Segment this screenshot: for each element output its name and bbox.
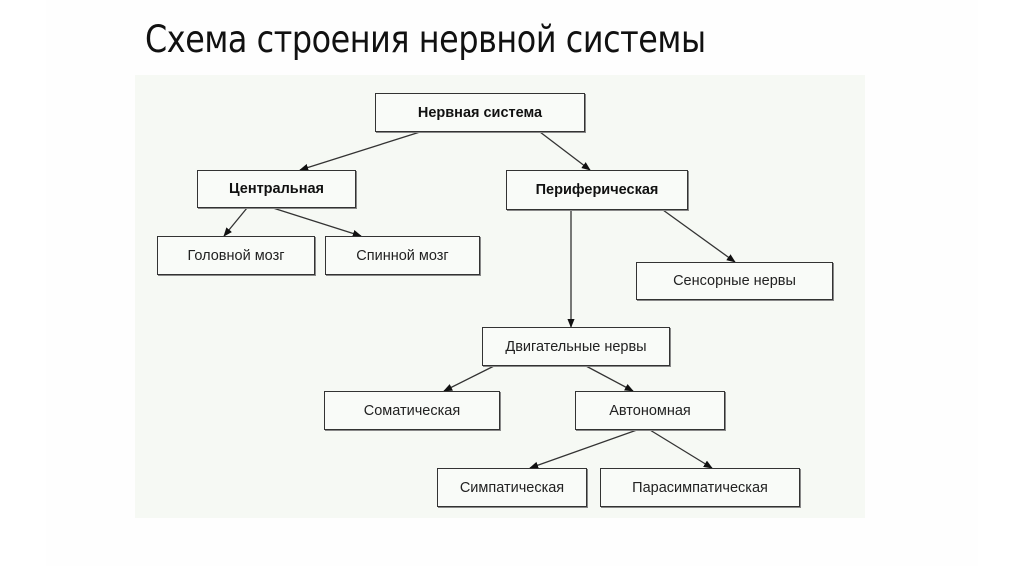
node-peripheral: Периферическая [506, 170, 688, 210]
node-spinal-cord: Спинной мозг [325, 236, 480, 275]
arrow-central-spinal-cord [272, 207, 362, 237]
node-sensory-nerves: Сенсорные нервы [636, 262, 833, 300]
node-parasympathetic: Парасимпатическая [600, 468, 800, 507]
arrow-peripheral-sensory [662, 209, 736, 263]
node-nervous-system: Нервная система [375, 93, 585, 132]
arrow-motor-somatic [443, 365, 495, 392]
node-somatic: Соматическая [324, 391, 500, 430]
node-brain: Головной мозг [157, 236, 315, 275]
node-central: Центральная [197, 170, 356, 208]
arrow-motor-autonomic [585, 365, 634, 392]
arrow-autonomic-sympathetic [529, 429, 638, 469]
arrow-autonomic-parasympathetic [649, 429, 713, 469]
node-autonomic: Автономная [575, 391, 725, 430]
node-motor-nerves: Двигательные нервы [482, 327, 670, 366]
arrow-root-central [299, 131, 421, 171]
slide-title: Схема строения нервной системы [145, 18, 706, 61]
arrow-central-brain [223, 207, 248, 237]
arrow-root-peripheral [539, 131, 591, 171]
node-sympathetic: Симпатическая [437, 468, 587, 507]
